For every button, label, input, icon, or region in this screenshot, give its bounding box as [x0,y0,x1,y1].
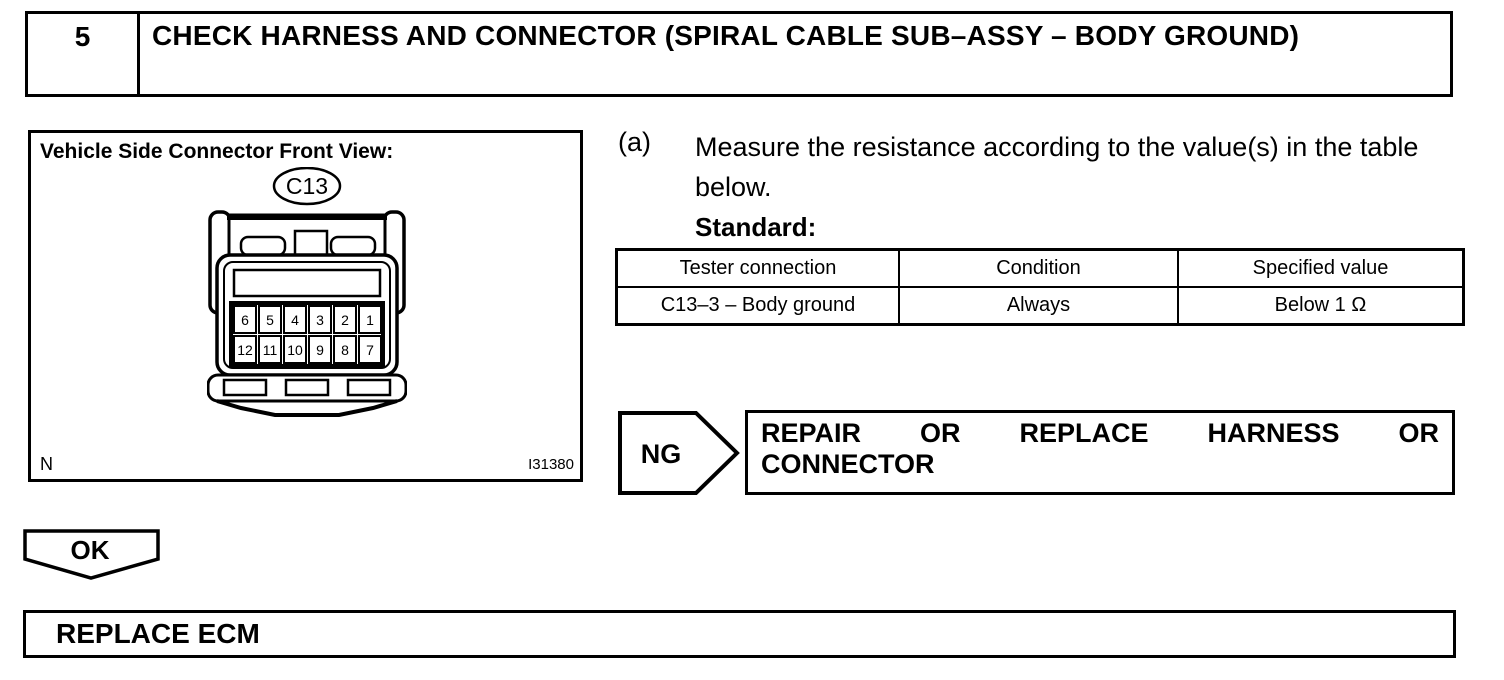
step-title: CHECK HARNESS AND CONNECTOR (SPIRAL CABL… [152,20,1300,51]
connector-label: C13 [286,173,328,199]
pin-number: 3 [316,312,324,328]
standard-label: Standard: [695,212,817,242]
final-result-label: REPLACE ECM [56,618,260,649]
table-header: Specified value [1177,248,1465,288]
pin-box [308,305,332,334]
instruction-marker: (a) [618,127,651,157]
table-header: Condition [898,248,1179,288]
connector-figure: Vehicle Side Connector Front View: C13 [28,130,583,482]
pin-box [283,305,307,334]
figure-id: I31380 [528,456,574,473]
table-cell-condition: Always [898,286,1179,326]
pin-box [283,335,307,364]
ok-arrow: OK [23,529,160,580]
pin-number: 9 [316,342,324,358]
ok-label: OK [71,535,110,565]
connector-body-drawing: 6 5 4 3 2 1 12 11 10 9 8 7 [207,210,407,417]
ng-label: NG [641,439,682,469]
ok-arrow-shape [23,529,160,580]
pin-number: 7 [366,342,374,358]
flange-slot [346,378,392,397]
connector-slot [232,268,382,298]
pin-box [358,335,382,364]
connector-tab-left [239,235,287,257]
pin-box [233,305,257,334]
table-cell-specified-value: Below 1 Ω [1177,286,1465,326]
connector-keel [216,399,398,417]
pin-number: 1 [366,312,374,328]
table-cell-tester-connection: C13–3 – Body ground [615,286,900,326]
specification-table: Tester connection Condition Specified va… [615,248,1465,326]
final-result-box: REPLACE ECM [23,610,1456,658]
pin-number: 2 [341,312,349,328]
pin-number: 11 [263,342,278,358]
ng-result-box: REPAIR OR REPLACE HARNESS OR CONNECTOR [745,410,1455,495]
ng-arrow-shape [618,411,740,495]
pin-number: 6 [241,312,249,328]
connector-tab-center [293,229,329,257]
step-header: 5 CHECK HARNESS AND CONNECTOR (SPIRAL CA… [25,11,1453,97]
connector-diagram: C13 [207,167,407,417]
ng-arrow: NG [618,411,740,495]
pin-number: 10 [287,342,303,358]
pin-box [333,305,357,334]
table-header-row: Tester connection Condition Specified va… [615,248,1465,288]
connector-label-oval [272,167,342,206]
pin-number: 8 [341,342,349,358]
figure-caption: Vehicle Side Connector Front View: [40,140,394,163]
step-number: 5 [28,14,140,94]
ng-result-line1: REPAIR OR REPLACE HARNESS OR [761,418,1439,448]
instruction-block: (a) Measure the resistance according to … [618,127,1460,247]
flange-slot [222,378,268,397]
pin-box [333,335,357,364]
pin-number: 5 [266,312,274,328]
connector-tab-right [329,235,377,257]
figure-corner-label: N [40,454,53,474]
instruction-text: Measure the resistance according to the … [695,132,1419,202]
pin-box [258,305,282,334]
pin-box [233,335,257,364]
pin-box [358,305,382,334]
table-header: Tester connection [615,248,900,288]
flange-slot [284,378,330,397]
pin-number: 12 [237,342,253,358]
ng-result-line2: CONNECTOR [761,449,935,479]
pin-number: 4 [291,312,299,328]
table-row: C13–3 – Body ground Always Below 1 Ω [615,286,1465,326]
pin-box [308,335,332,364]
pin-box [258,335,282,364]
